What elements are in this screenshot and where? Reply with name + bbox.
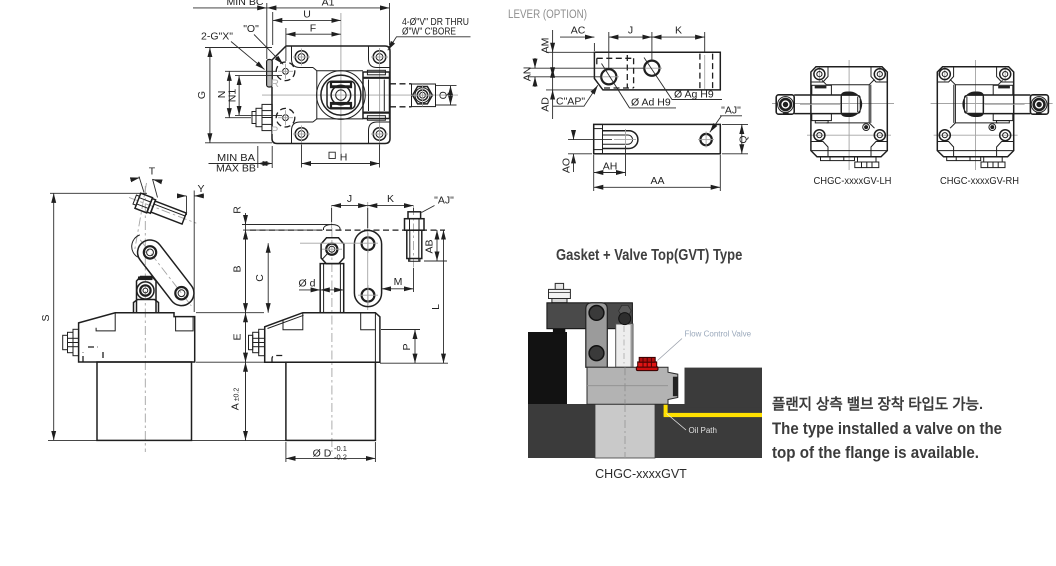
svg-text:C"AP": C"AP"	[556, 96, 585, 108]
svg-text:Oil Path: Oil Path	[689, 426, 717, 435]
svg-text:N: N	[216, 91, 228, 99]
svg-text:LEVER (OPTION): LEVER (OPTION)	[508, 9, 587, 21]
svg-text:AO: AO	[561, 158, 573, 173]
svg-text:B: B	[232, 265, 244, 272]
svg-text:-0.2: -0.2	[334, 452, 347, 461]
svg-text:"AJ": "AJ"	[434, 195, 454, 207]
svg-text:AN: AN	[522, 67, 534, 82]
svg-text:Q: Q	[738, 136, 750, 144]
svg-text:AM: AM	[540, 38, 552, 54]
svg-text:E: E	[232, 333, 244, 340]
svg-text:"AJ": "AJ"	[721, 105, 741, 117]
svg-text:Flow Control Valve: Flow Control Valve	[685, 330, 752, 339]
svg-text:CHGC-xxxxGV-LH: CHGC-xxxxGV-LH	[814, 175, 892, 187]
svg-text:F: F	[310, 23, 316, 35]
svg-text:"O": "O"	[243, 23, 259, 35]
svg-text:Q: Q	[438, 91, 450, 99]
svg-text:L: L	[430, 304, 442, 310]
svg-text:MIN BC: MIN BC	[227, 0, 264, 8]
svg-text:AB: AB	[424, 239, 436, 253]
svg-text:CHGC-xxxxGV-RH: CHGC-xxxxGV-RH	[940, 175, 1019, 187]
svg-text:K: K	[387, 193, 394, 205]
svg-text:MIN BA: MIN BA	[217, 152, 255, 164]
svg-text:C: C	[254, 274, 266, 282]
svg-text:AC: AC	[571, 25, 586, 37]
svg-text:M: M	[394, 276, 403, 288]
svg-text:T: T	[149, 166, 156, 178]
svg-text:N1: N1	[227, 89, 239, 103]
svg-text:The type installed a valve on: The type installed a valve on the	[772, 419, 1002, 438]
svg-text:Ø d: Ø d	[299, 277, 316, 289]
svg-text:4-Ø"V" DR THRU: 4-Ø"V" DR THRU	[402, 16, 469, 28]
svg-text:R: R	[232, 206, 244, 214]
svg-text:2-G"X": 2-G"X"	[201, 31, 233, 43]
svg-text:플랜지 상측 밸브 장착 타입도 가능.: 플랜지 상측 밸브 장착 타입도 가능.	[772, 395, 983, 413]
svg-text:K: K	[675, 25, 682, 37]
svg-text:AA: AA	[650, 175, 664, 187]
svg-text:Y: Y	[197, 183, 204, 195]
svg-text:P: P	[271, 125, 278, 137]
svg-text:R: R	[271, 78, 279, 90]
svg-text:S: S	[40, 314, 52, 321]
svg-text:top of the flange is available: top of the flange is available.	[772, 443, 979, 462]
svg-text:A1: A1	[322, 0, 335, 9]
svg-text:Gasket + Valve Top(GVT) Type: Gasket + Valve Top(GVT) Type	[556, 247, 742, 264]
svg-text:CHGC-xxxxGVT: CHGC-xxxxGVT	[595, 467, 687, 481]
svg-text:P: P	[401, 343, 413, 350]
svg-text:J: J	[628, 25, 633, 37]
svg-text:-0.1: -0.1	[334, 444, 347, 453]
svg-text:Ø Ad H9: Ø Ad H9	[631, 97, 671, 109]
svg-text:Ø Ag H9: Ø Ag H9	[674, 89, 714, 101]
svg-text:J: J	[347, 193, 352, 205]
svg-text:Ø D: Ø D	[313, 447, 332, 459]
svg-text:Ø"W" C'BORE: Ø"W" C'BORE	[402, 26, 456, 38]
svg-text:AD: AD	[540, 97, 552, 112]
svg-text:H: H	[340, 152, 348, 164]
svg-text:AH: AH	[603, 161, 618, 173]
svg-text:U: U	[303, 9, 311, 21]
svg-text:MAX BB: MAX BB	[216, 163, 256, 175]
svg-text:G: G	[196, 91, 208, 99]
